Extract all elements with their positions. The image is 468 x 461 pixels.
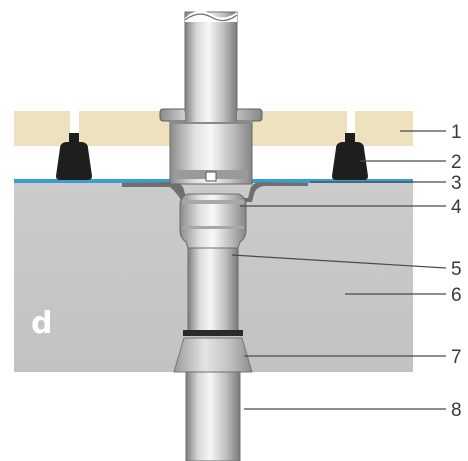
callout-1: 1: [451, 122, 462, 143]
leader-line-5: [231, 254, 447, 269]
callout-5: 5: [451, 259, 462, 280]
callout-2: 2: [451, 152, 462, 173]
lower-pipe: [185, 371, 241, 461]
fire-collar: [173, 337, 253, 373]
deck-tile: [355, 111, 413, 146]
callout-6: 6: [451, 285, 462, 306]
callout-7: 7: [451, 347, 462, 368]
deck-tile: [79, 111, 173, 146]
callout-4: 4: [451, 197, 462, 218]
pedestal: [56, 133, 92, 180]
callout-8: 8: [451, 400, 462, 421]
drain-flange: [122, 182, 308, 202]
corner-letter: d: [31, 306, 52, 341]
deck-tile: [14, 111, 70, 146]
callout-3: 3: [451, 173, 462, 194]
pedestal: [332, 133, 368, 180]
riser-pipe: [184, 11, 238, 113]
drain-pipe: [187, 247, 239, 335]
pipe-coupling-band: [183, 330, 243, 336]
